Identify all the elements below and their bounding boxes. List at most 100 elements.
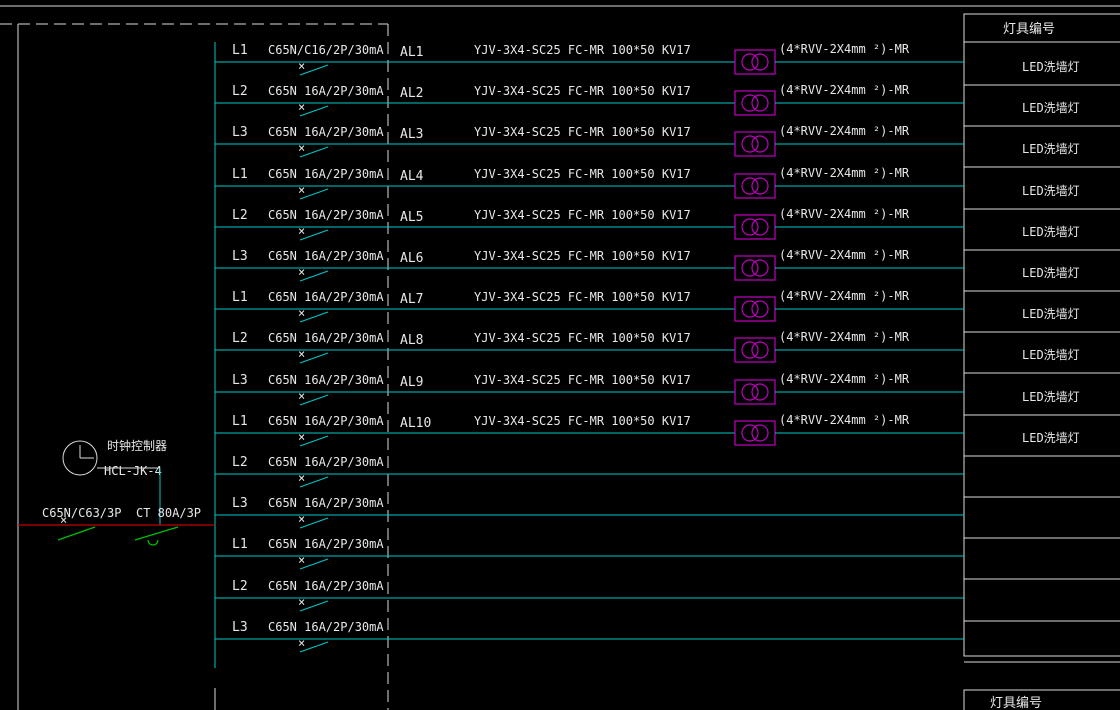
wiring-label: (4*RVV-2X4mm ²)-MR <box>779 330 910 344</box>
controller-model: HCL-JK-4 <box>104 464 162 478</box>
breaker-x-mark: × <box>298 389 305 403</box>
transformer-symbol <box>734 420 776 446</box>
phase-label: L2 <box>232 331 248 346</box>
fixture-label: LED洗墙灯 <box>1022 266 1080 280</box>
loop-label: AL5 <box>400 210 423 225</box>
controller-title: 时钟控制器 <box>107 438 167 453</box>
fixture-label: LED洗墙灯 <box>1022 142 1080 156</box>
transformer-coil-icon <box>751 424 769 442</box>
fixture-label: LED洗墙灯 <box>1022 60 1080 74</box>
wiring-label: (4*RVV-2X4mm ²)-MR <box>779 166 910 180</box>
cable-label: YJV-3X4-SC25 FC-MR 100*50 KV17 <box>474 331 691 345</box>
breaker-symbol <box>299 558 329 570</box>
breaker-label: C65N 16A/2P/30mA <box>268 455 384 469</box>
phase-label: L2 <box>232 455 248 470</box>
incoming-contactor-symbol <box>134 526 179 541</box>
fixture-label: LED洗墙灯 <box>1022 101 1080 115</box>
wiring-label: (4*RVV-2X4mm ²)-MR <box>779 207 910 221</box>
loop-label: AL6 <box>400 251 423 266</box>
incoming-breaker-mark: × <box>60 513 67 527</box>
breaker-x-mark: × <box>298 553 305 567</box>
transformer-coil-icon <box>751 300 769 318</box>
loop-label: AL3 <box>400 127 423 142</box>
phase-label: L2 <box>232 208 248 223</box>
transformer-coil-icon <box>751 135 769 153</box>
cable-label: YJV-3X4-SC25 FC-MR 100*50 KV17 <box>474 43 691 57</box>
breaker-symbol <box>299 229 329 241</box>
breaker-x-mark: × <box>298 224 305 238</box>
loop-label: AL1 <box>400 45 423 60</box>
fixture-label: LED洗墙灯 <box>1022 348 1080 362</box>
breaker-label: C65N 16A/2P/30mA <box>268 167 384 181</box>
phase-label: L2 <box>232 579 248 594</box>
transformer-coil-icon <box>741 218 759 236</box>
transformer-coil-icon <box>751 218 769 236</box>
phase-label: L3 <box>232 373 248 388</box>
phase-label: L1 <box>232 414 248 429</box>
breaker-symbol <box>299 311 329 323</box>
breaker-x-mark: × <box>298 59 305 73</box>
transformer-symbol <box>734 49 776 75</box>
cable-label: YJV-3X4-SC25 FC-MR 100*50 KV17 <box>474 290 691 304</box>
breaker-symbol <box>299 105 329 117</box>
phase-label: L1 <box>232 43 248 58</box>
cable-label: YJV-3X4-SC25 FC-MR 100*50 KV17 <box>474 373 691 387</box>
transformer-symbol <box>734 90 776 116</box>
fixture-label: LED洗墙灯 <box>1022 431 1080 445</box>
phase-label: L3 <box>232 125 248 140</box>
breaker-label: C65N 16A/2P/30mA <box>268 84 384 98</box>
breaker-label: C65N 16A/2P/30mA <box>268 579 384 593</box>
transformer-symbol <box>734 214 776 240</box>
fixture-label: LED洗墙灯 <box>1022 390 1080 404</box>
fixture-label: LED洗墙灯 <box>1022 307 1080 321</box>
cable-label: YJV-3X4-SC25 FC-MR 100*50 KV17 <box>474 125 691 139</box>
transformer-coil-icon <box>751 383 769 401</box>
transformer-symbol <box>734 296 776 322</box>
cable-label: YJV-3X4-SC25 FC-MR 100*50 KV17 <box>474 167 691 181</box>
breaker-x-mark: × <box>298 183 305 197</box>
phase-label: L3 <box>232 620 248 635</box>
cable-label: YJV-3X4-SC25 FC-MR 100*50 KV17 <box>474 414 691 428</box>
wiring-label: (4*RVV-2X4mm ²)-MR <box>779 83 910 97</box>
loop-label: AL10 <box>400 416 431 431</box>
breaker-label: C65N 16A/2P/30mA <box>268 208 384 222</box>
incoming-breaker-symbol <box>57 526 96 541</box>
breaker-label: C65N 16A/2P/30mA <box>268 414 384 428</box>
breaker-label: C65N 16A/2P/30mA <box>268 290 384 304</box>
transformer-symbol <box>734 173 776 199</box>
transformer-symbol <box>734 337 776 363</box>
phase-label: L1 <box>232 290 248 305</box>
cable-label: YJV-3X4-SC25 FC-MR 100*50 KV17 <box>474 208 691 222</box>
breaker-label: C65N 16A/2P/30mA <box>268 373 384 387</box>
breaker-x-mark: × <box>298 430 305 444</box>
breaker-label: C65N 16A/2P/30mA <box>268 537 384 551</box>
breaker-symbol <box>299 188 329 200</box>
phase-label: L2 <box>232 84 248 99</box>
breaker-label: C65N 16A/2P/30mA <box>268 125 384 139</box>
breaker-x-mark: × <box>298 100 305 114</box>
breaker-symbol <box>299 600 329 612</box>
breaker-symbol <box>299 146 329 158</box>
breaker-symbol <box>299 270 329 282</box>
phase-label: L3 <box>232 249 248 264</box>
wiring-label: (4*RVV-2X4mm ²)-MR <box>779 413 910 427</box>
fixture-table-frame <box>963 13 1120 657</box>
loop-label: AL8 <box>400 333 423 348</box>
incoming-breaker-label: C65N/C63/3P <box>42 506 121 520</box>
breaker-x-mark: × <box>298 347 305 361</box>
wiring-label: (4*RVV-2X4mm ²)-MR <box>779 372 910 386</box>
phase-label: L3 <box>232 496 248 511</box>
transformer-symbol <box>734 131 776 157</box>
wiring-label: (4*RVV-2X4mm ²)-MR <box>779 248 910 262</box>
breaker-symbol <box>299 641 329 653</box>
breaker-symbol <box>299 435 329 447</box>
transformer-coil-icon <box>751 341 769 359</box>
breaker-x-mark: × <box>298 471 305 485</box>
transformer-coil-icon <box>741 300 759 318</box>
breaker-x-mark: × <box>298 306 305 320</box>
breaker-symbol <box>299 64 329 76</box>
loop-label: AL7 <box>400 292 423 307</box>
